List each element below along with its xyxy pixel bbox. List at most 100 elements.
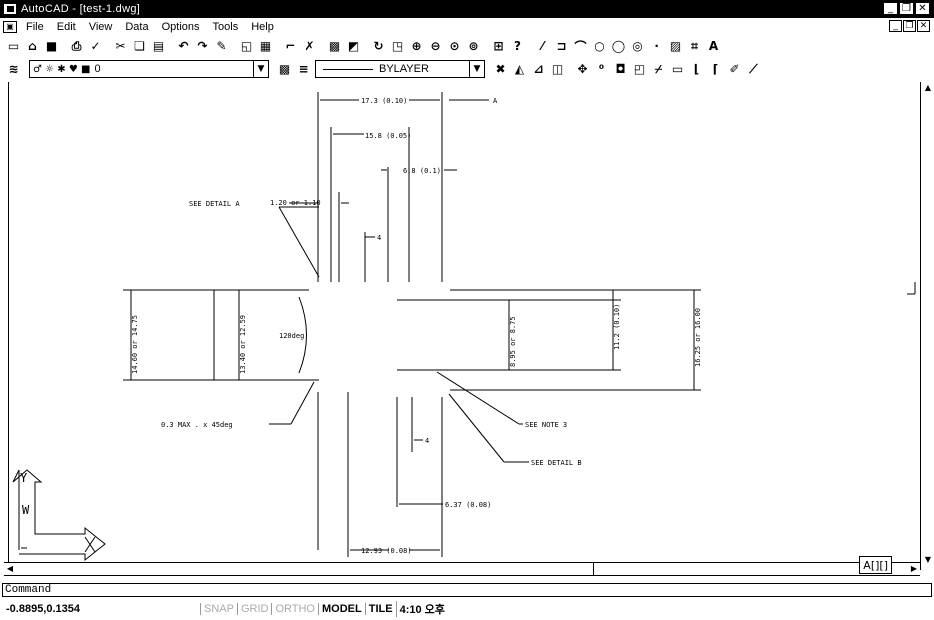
match-properties-icon[interactable]: ✎ [212, 36, 231, 56]
block-icon[interactable]: ◩ [344, 36, 363, 56]
autocad-app-icon[interactable] [3, 3, 17, 15]
layer-state-icons: ♂ ☼ ✱ ♥ ■ [33, 63, 91, 75]
named-views-icon[interactable]: ⊞ [489, 36, 508, 56]
circle-icon[interactable]: ○ [590, 36, 609, 56]
menu-file[interactable]: File [26, 20, 44, 33]
explode-icon[interactable]: ⟋ [744, 59, 763, 79]
copy-object-icon[interactable]: ⁰ [592, 59, 611, 79]
zoom-previous-icon[interactable]: ⊚ [464, 36, 483, 56]
stretch-icon[interactable]: ◰ [630, 59, 649, 79]
label-see-detail-a: SEE DETAIL A [189, 200, 240, 208]
point-filter-icon[interactable]: ✗ [300, 36, 319, 56]
document-icon[interactable]: ▣ [3, 20, 17, 33]
minimize-button[interactable]: _ [883, 2, 898, 15]
arc-icon[interactable]: ⌒ [571, 36, 590, 56]
restore-button[interactable]: ❐ [899, 2, 914, 15]
undo-icon[interactable]: ↶ [174, 36, 193, 56]
tile-toggle[interactable]: TILE [364, 603, 396, 615]
linetype-sample [323, 68, 373, 70]
layout-tabs[interactable]: A[][] [859, 556, 892, 574]
color-control-icon[interactable]: ▩ [275, 59, 294, 79]
scroll-thumb[interactable] [18, 563, 594, 575]
fillet-icon[interactable]: ⌊ [687, 59, 706, 79]
menu-edit[interactable]: Edit [56, 20, 76, 33]
print-icon[interactable]: ⎙ [67, 36, 86, 56]
status-bar: -0.8895,0.1354 SNAP GRID ORTHO MODEL TIL… [0, 600, 934, 618]
chamfer-icon[interactable]: ⌈ [706, 59, 725, 79]
spell-icon[interactable]: ✓ [86, 36, 105, 56]
menu-help[interactable]: Help [251, 20, 274, 33]
scroll-up-icon[interactable]: ▲ [924, 83, 932, 92]
menu-options[interactable]: Options [161, 20, 200, 33]
label-d7: 13.40 or 12.59 [239, 315, 247, 374]
chevron-down-icon[interactable]: ▼ [469, 61, 484, 77]
donut-icon[interactable]: ◎ [628, 36, 647, 56]
linetype-control-dropdown[interactable]: BYLAYER ▼ [315, 60, 485, 78]
open-icon[interactable]: ⌂ [23, 36, 42, 56]
cut-icon[interactable]: ✂ [111, 36, 130, 56]
region-icon[interactable]: ⌗ [685, 36, 704, 56]
layers-icon[interactable]: ≋ [4, 59, 23, 79]
offset-icon[interactable]: ◘ [611, 59, 630, 79]
snap-from-icon[interactable]: ⌐ [281, 36, 300, 56]
redraw-icon[interactable]: ↻ [369, 36, 388, 56]
label-d9: 11.2 (0.10) [613, 304, 621, 350]
polyline-icon[interactable]: ⊐ [552, 36, 571, 56]
menu-view[interactable]: View [88, 20, 113, 33]
label-angle: 120deg [279, 332, 304, 340]
tile-icon[interactable]: ▩ [325, 36, 344, 56]
trim-icon[interactable]: ⌿ [649, 59, 668, 79]
label-d13: 12.93 (0.08) [361, 547, 412, 555]
ellipse-icon[interactable]: ◯ [609, 36, 628, 56]
line-icon[interactable]: ⁄ [533, 36, 552, 56]
vertical-scrollbar[interactable]: ▲ ▼ [920, 82, 934, 570]
doc-minimize-button[interactable]: _ [889, 20, 902, 32]
model-toggle[interactable]: MODEL [318, 603, 365, 615]
help-icon[interactable]: ? [508, 36, 527, 56]
layer-control-dropdown[interactable]: ♂ ☼ ✱ ♥ ■ 0 ▼ [29, 60, 269, 78]
leader-chamfer [290, 381, 315, 425]
zoom-window-icon[interactable]: ⊙ [445, 36, 464, 56]
ucs-x-stroke2 [84, 536, 96, 553]
title-bar: AutoCAD - [test-1.dwg] _ ❐ ✕ [0, 0, 934, 18]
scroll-down-icon[interactable]: ▼ [924, 555, 932, 564]
doc-close-button[interactable]: ✕ [917, 20, 930, 32]
properties-icon[interactable]: ✖ [491, 59, 510, 79]
aerial-view-icon[interactable]: ◱ [237, 36, 256, 56]
zoom-realtime-icon[interactable]: ⊕ [407, 36, 426, 56]
angle-arc [298, 296, 307, 374]
save-icon[interactable]: ■ [42, 36, 61, 56]
command-line[interactable]: Command [2, 583, 932, 597]
scroll-left-icon[interactable]: ◀ [6, 564, 14, 573]
ortho-toggle[interactable]: ORTHO [271, 603, 318, 615]
close-button[interactable]: ✕ [915, 2, 930, 15]
area-icon[interactable]: ◫ [548, 59, 567, 79]
zoom-out-icon[interactable]: ⊖ [426, 36, 445, 56]
chevron-down-icon[interactable]: ▼ [253, 61, 268, 77]
doc-restore-button[interactable]: ❐ [903, 20, 916, 32]
edit-polyline-icon[interactable]: ✐ [725, 59, 744, 79]
text-icon[interactable]: A [704, 36, 723, 56]
move-icon[interactable]: ✥ [573, 59, 592, 79]
distance-icon[interactable]: ⊿ [529, 59, 548, 79]
grid-toggle[interactable]: GRID [236, 603, 272, 615]
pan-icon[interactable]: ◳ [388, 36, 407, 56]
paste-icon[interactable]: ▤ [149, 36, 168, 56]
linetype-icon[interactable]: ≡ [294, 59, 313, 79]
new-icon[interactable]: ▭ [4, 36, 23, 56]
leader-note-3 [436, 371, 520, 425]
menu-tools[interactable]: Tools [212, 20, 239, 33]
break-icon[interactable]: ▭ [668, 59, 687, 79]
point-icon[interactable]: ∙ [647, 36, 666, 56]
calculator-icon[interactable]: ▦ [256, 36, 275, 56]
horizontal-scrollbar[interactable]: ◀ ▶ [4, 562, 920, 576]
snap-toggle[interactable]: SNAP [200, 603, 237, 615]
scroll-right-icon[interactable]: ▶ [910, 564, 918, 573]
copy-icon[interactable]: ❏ [130, 36, 149, 56]
hatch-icon[interactable]: ▨ [666, 36, 685, 56]
standard-toolbar: ▭ ⌂ ■ ⎙ ✓ ✂ ❏ ▤ ↶ ↷ ✎ ◱ ▦ ⌐ ✗ ▩ ◩ ↻ ◳ ⊕ … [0, 35, 934, 57]
redo-icon[interactable]: ↷ [193, 36, 212, 56]
drawing-area[interactable]: 17.3 (0.10) A 15.8 (0.05) 6.8 (0.1) SEE … [8, 82, 920, 562]
menu-data[interactable]: Data [125, 20, 149, 33]
list-icon[interactable]: ◭ [510, 59, 529, 79]
